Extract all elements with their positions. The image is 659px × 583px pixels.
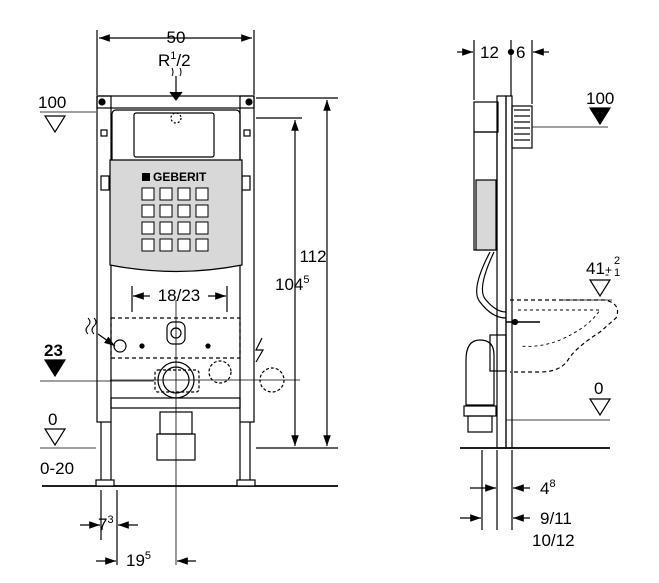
pipe-zone [110,317,300,399]
height-pan-tolerance: + [605,263,612,277]
thread-label: R1/2 [158,50,191,70]
wc-pan [510,299,619,373]
depth-range-1-label: 9/11 [540,509,572,528]
height-pan-tolerance-minus: - [605,267,609,281]
actuator-grid [141,187,209,252]
floor-range-label: 0-20 [40,459,74,478]
floor-level-front-label: 0 [48,410,57,429]
dim-6-label: 6 [516,43,525,62]
geberit-logo-mark [142,173,150,181]
wall-dist-label: 48 [540,478,556,498]
level-marker-41 [588,279,612,298]
offset-small-label: 73 [98,514,114,534]
water-inlet [169,67,183,124]
drain [156,300,196,565]
height-pan-label: 41 [586,259,605,278]
floor-level-side-label: 0 [594,379,603,398]
level-100-front-label: 100 [38,93,66,112]
height-pan-lower: 1 [614,267,620,279]
supply-icon [85,317,97,335]
offset-center-label: 195 [126,550,151,570]
cistern [109,109,243,273]
level-marker-23 [43,359,67,378]
height-inner-label: 1045 [275,274,310,294]
depth-range-2-label: 10/12 [532,531,575,550]
dim-12-label: 12 [480,43,499,62]
level-23-label: 23 [44,341,63,360]
side-view [457,40,619,530]
pipe-spacing-label: 18/23 [158,286,201,305]
level-marker-100-side [588,107,612,126]
level-marker-0-side [588,398,612,417]
electric-icon [255,337,265,363]
height-total-label: 112 [299,247,326,266]
front-view [40,30,338,565]
brand-label: GEBERIT [153,170,207,184]
width-label: 50 [167,28,186,47]
level-marker-100-front [43,115,67,134]
level-marker-0-front [43,428,67,447]
level-100-side-label: 100 [586,89,614,108]
height-pan-upper: 2 [614,255,620,267]
